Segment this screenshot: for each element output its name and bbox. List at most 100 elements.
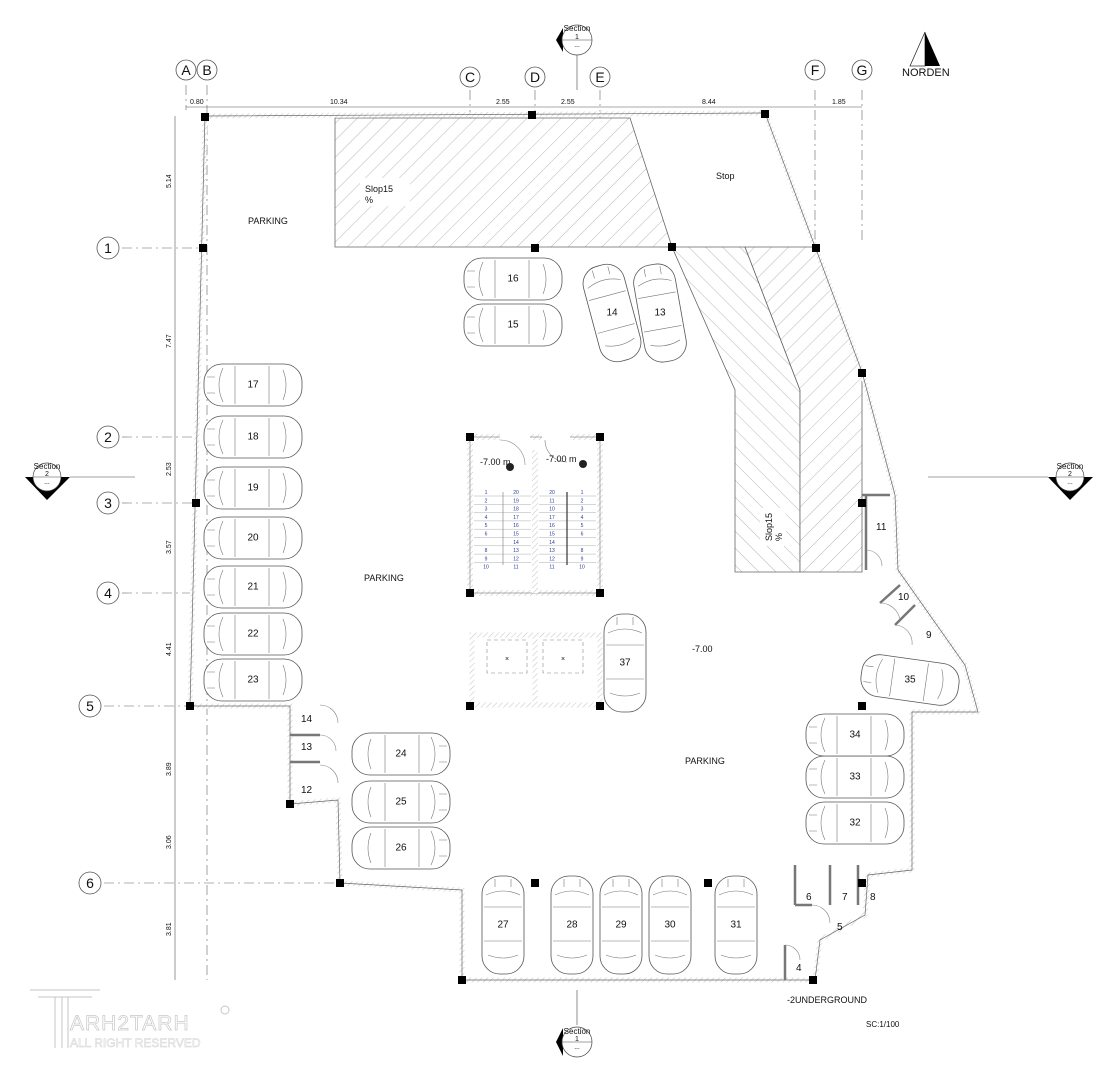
dimension-label: 5.14 xyxy=(166,174,173,188)
scale-label: SC:1/100 xyxy=(866,1020,900,1029)
parking-space-number: 13 xyxy=(654,308,666,319)
stair-step-number: 1 xyxy=(485,490,488,496)
room-labels: 14 13 12 11 10 9 8 7 6 5 4 xyxy=(301,522,932,974)
section-marker-left: Section 2 --- xyxy=(25,462,135,500)
stair-step-number: 17 xyxy=(549,515,555,521)
stair-step-number: 14 xyxy=(513,540,519,546)
parked-car: 22 xyxy=(203,612,303,656)
dimension-label: 2.55 xyxy=(561,99,575,106)
structural-column xyxy=(596,702,604,710)
parked-car: 13 xyxy=(633,263,687,363)
stair-step-number: 15 xyxy=(513,532,519,538)
parking-space-number: 28 xyxy=(566,920,578,931)
grid-label: 6 xyxy=(86,875,94,891)
parked-car: 14 xyxy=(582,263,642,363)
parked-car: 18 xyxy=(203,415,303,459)
parked-car: 24 xyxy=(351,732,451,776)
parking-space-number: 17 xyxy=(247,380,259,391)
parking-space-number: 33 xyxy=(849,772,861,783)
section-number: 1 xyxy=(575,1036,579,1043)
stair-step-number: 4 xyxy=(581,515,584,521)
parking-space-number: 19 xyxy=(247,483,259,494)
section-title: Section xyxy=(34,462,61,471)
structural-column xyxy=(466,433,474,441)
structural-column xyxy=(531,244,539,252)
stair-step-number: 20 xyxy=(513,490,519,496)
grid-label: 1 xyxy=(104,240,112,256)
stair-step-number: 14 xyxy=(549,540,555,546)
dimension-label: 7.47 xyxy=(166,334,173,348)
top-dimensions: 0.80 10.34 2.55 2.55 8.44 1.85 xyxy=(190,99,846,106)
dimension-label: 3.89 xyxy=(166,762,173,776)
parked-car: 29 xyxy=(599,875,643,975)
slope-label: Slop15 xyxy=(365,184,393,194)
watermark-logo: ARH2TARH ALL RIGHT RESERVED xyxy=(30,989,230,1050)
parked-car: 32 xyxy=(805,801,905,845)
parked-car: 33 xyxy=(805,755,905,799)
parking-space-number: 26 xyxy=(395,843,407,854)
stair-step-number: 6 xyxy=(581,532,584,538)
stair-step-number: 11 xyxy=(549,565,554,571)
stair-step-number: 5 xyxy=(485,523,488,529)
structural-column xyxy=(466,702,474,710)
structural-column xyxy=(761,110,769,118)
stop-label: Stop xyxy=(716,171,735,181)
structural-column xyxy=(186,702,194,710)
slope-percent: % xyxy=(365,195,373,205)
stair-step-number: 6 xyxy=(485,532,488,538)
stair-step-number: 19 xyxy=(513,498,519,504)
stair-step-number: 16 xyxy=(549,523,555,529)
parked-car: 35 xyxy=(860,654,960,706)
stair-step-number: 12 xyxy=(513,556,519,562)
structural-column xyxy=(192,499,200,507)
level-label: -7.00 xyxy=(692,644,713,654)
parking-space-number: 27 xyxy=(497,920,509,931)
room-number: 5 xyxy=(837,922,843,933)
stair-step-number: 8 xyxy=(485,548,488,554)
service-rooms xyxy=(290,493,916,980)
stair-level-label: -7.00 m xyxy=(546,454,577,464)
slope-percent: % xyxy=(774,533,784,541)
parking-space-number: 22 xyxy=(247,629,259,640)
structural-columns xyxy=(186,110,866,984)
structural-column xyxy=(466,589,474,597)
room-number: 7 xyxy=(842,892,848,903)
grid-label: F xyxy=(811,62,820,78)
parked-car: 27 xyxy=(481,875,525,975)
parking-label: PARKING xyxy=(364,573,404,583)
section-ref: --- xyxy=(575,44,580,50)
dimension-label: 2.55 xyxy=(496,99,510,106)
stair-step-number: 10 xyxy=(579,565,585,571)
elevator-mark: × xyxy=(505,656,509,663)
section-number: 2 xyxy=(1068,471,1072,478)
parking-space-number: 32 xyxy=(849,818,861,829)
dimension-label: 4.41 xyxy=(166,642,173,656)
structural-column xyxy=(858,879,866,887)
structural-column xyxy=(812,244,820,252)
structural-column xyxy=(858,499,866,507)
grid-label: 4 xyxy=(104,585,112,601)
parking-label: PARKING xyxy=(248,216,288,226)
parked-car: 25 xyxy=(351,780,451,824)
dimension-label: 0.80 xyxy=(190,99,204,106)
parking-space-number: 25 xyxy=(395,797,407,808)
grid-column-bubbles: A B C D E F G xyxy=(175,59,873,88)
grid-label: E xyxy=(595,69,604,85)
grid-label: 2 xyxy=(104,429,112,445)
parking-space-number: 16 xyxy=(507,274,519,285)
parked-car: 30 xyxy=(648,875,692,975)
room-number: 9 xyxy=(926,630,932,641)
dimension-label: 2.53 xyxy=(166,462,173,476)
stair-step-number: 15 xyxy=(549,532,555,538)
stair-step-number: 3 xyxy=(485,507,488,513)
parking-space-number: 35 xyxy=(904,675,916,686)
section-title: Section xyxy=(564,24,591,33)
grid-label: 3 xyxy=(104,495,112,511)
elevator-mark: × xyxy=(561,656,565,663)
dimension-label: 3.57 xyxy=(166,540,173,554)
room-number: 12 xyxy=(301,785,313,796)
grid-label: G xyxy=(857,62,868,78)
parked-car: 20 xyxy=(203,516,303,560)
north-label: NORDEN xyxy=(902,67,950,79)
structural-column xyxy=(858,369,866,377)
